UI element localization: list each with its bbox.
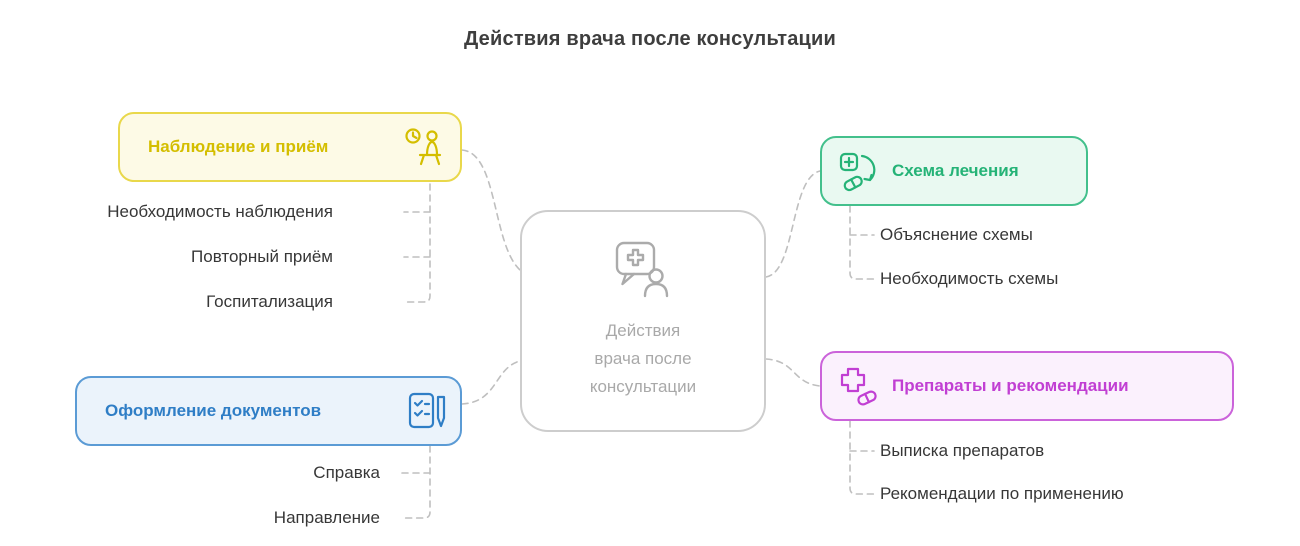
branch-documents-label: Оформление документов bbox=[105, 401, 322, 420]
center-label-line: врача после bbox=[594, 349, 692, 368]
branch-medication-label: Препараты и рекомендации bbox=[892, 376, 1129, 395]
diagram-title: Действия врача после консультации bbox=[463, 28, 837, 50]
center-label-line: Действия bbox=[605, 321, 681, 340]
branch-scheme-label: Схема лечения bbox=[892, 161, 1019, 180]
center-node-label: Действия врача после консультации bbox=[590, 317, 696, 401]
leaf-prescription[interactable]: Выписка препаратов bbox=[880, 441, 1045, 460]
branch-observation-label: Наблюдение и приём bbox=[148, 137, 329, 156]
leaf-certificate[interactable]: Справка bbox=[313, 463, 380, 482]
treatment-scheme-icon bbox=[836, 150, 880, 192]
center-label-line: консультации bbox=[589, 377, 697, 396]
leaf-usage-recommendations[interactable]: Рекомендации по применению bbox=[880, 484, 1124, 503]
branch-medication[interactable]: Препараты и рекомендации bbox=[820, 351, 1234, 421]
leaf-scheme-explanation[interactable]: Объяснение схемы bbox=[880, 225, 1033, 244]
leaf-referral[interactable]: Направление bbox=[273, 508, 380, 527]
consultation-chat-icon bbox=[605, 238, 681, 309]
leaf-repeat-appointment[interactable]: Повторный приём bbox=[191, 247, 333, 266]
leaf-hospitalization[interactable]: Госпитализация bbox=[206, 292, 333, 311]
branch-scheme[interactable]: Схема лечения bbox=[820, 136, 1088, 206]
appointment-person-clock-icon bbox=[400, 126, 446, 168]
branch-observation[interactable]: Наблюдение и приём bbox=[118, 112, 462, 182]
branch-documents[interactable]: Оформление документов bbox=[75, 376, 462, 446]
leaf-observation-need[interactable]: Необходимость наблюдения bbox=[107, 202, 333, 221]
center-node[interactable]: Действия врача после консультации bbox=[520, 210, 766, 432]
document-pen-icon bbox=[406, 390, 448, 432]
leaf-scheme-need[interactable]: Необходимость схемы bbox=[880, 269, 1059, 288]
medication-pill-icon bbox=[836, 365, 880, 407]
